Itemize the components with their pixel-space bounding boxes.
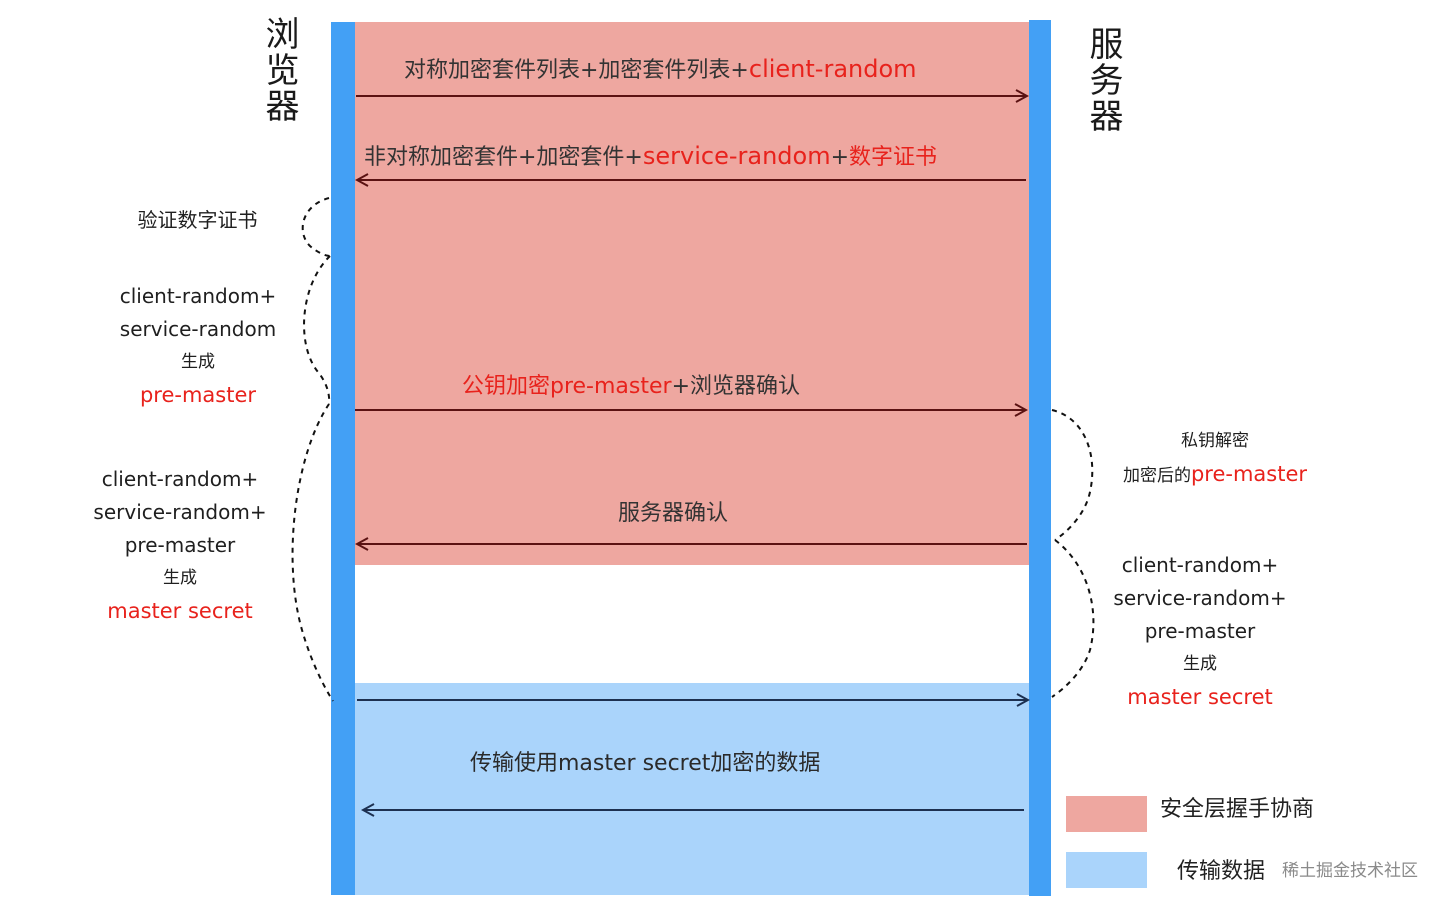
note-line: 私钥解密 — [1181, 431, 1249, 451]
legend-label-transfer: 传输数据 — [1177, 859, 1266, 884]
legend-label-handshake: 安全层握手协商 — [1160, 797, 1315, 822]
brace-decrypt-premaster — [1051, 409, 1094, 541]
note-line: 加密后的pre-master — [1122, 462, 1308, 486]
brace-master-secret-server — [1051, 539, 1095, 698]
note-line-master-secret: master secret — [107, 599, 253, 623]
note-verify-certificate: 验证数字证书 — [105, 204, 290, 237]
msg-premaster: 公钥加密pre-master+浏览器确认 — [462, 374, 801, 399]
note-line: pre-master — [1144, 619, 1256, 643]
data-transfer-region — [355, 683, 1029, 895]
server-actor-label: 服务器 — [1083, 26, 1123, 134]
msg-data-transfer: 传输使用master secret加密的数据 — [470, 751, 821, 776]
msg-server-confirm: 服务器确认 — [618, 501, 729, 526]
browser-actor-label: 浏览器 — [259, 16, 299, 124]
note-line-master-secret: master secret — [1127, 685, 1273, 709]
note-verify-text: 验证数字证书 — [137, 208, 258, 232]
note-browser-premaster: client-random+ service-random 生成 pre-mas… — [100, 280, 296, 412]
note-line-premaster: pre-master — [139, 383, 257, 407]
note-line: service-random — [119, 317, 277, 341]
browser-lifeline — [331, 22, 355, 895]
note-line: 生成 — [163, 568, 197, 588]
msg-server-hello: 非对称加密套件+加密套件+service-random+数字证书 — [364, 142, 938, 170]
legend-swatch-transfer — [1066, 852, 1147, 888]
msg-client-hello: 对称加密套件列表+加密套件列表+client-random — [404, 55, 917, 83]
note-line: client-random+ — [101, 467, 259, 491]
brace-verify-certificate — [301, 197, 331, 257]
handshake-region — [355, 22, 1029, 565]
server-lifeline — [1029, 20, 1051, 896]
legend-swatch-handshake — [1066, 796, 1147, 832]
note-line: service-random+ — [1113, 586, 1287, 610]
note-server-decrypt: 私钥解密 加密后的pre-master — [1105, 425, 1325, 493]
note-line: client-random+ — [1121, 553, 1279, 577]
note-line: 生成 — [1183, 654, 1217, 674]
brace-premaster — [303, 255, 331, 405]
note-browser-master-secret: client-random+ service-random+ pre-maste… — [80, 463, 280, 628]
watermark-text: 稀土掘金技术社区 — [1282, 861, 1418, 881]
note-line: pre-master — [124, 533, 236, 557]
note-line: 生成 — [181, 352, 215, 372]
note-server-master-secret: client-random+ service-random+ pre-maste… — [1100, 549, 1300, 714]
note-line: service-random+ — [93, 500, 267, 524]
brace-master-secret-browser — [291, 403, 334, 702]
note-line: client-random+ — [119, 284, 277, 308]
